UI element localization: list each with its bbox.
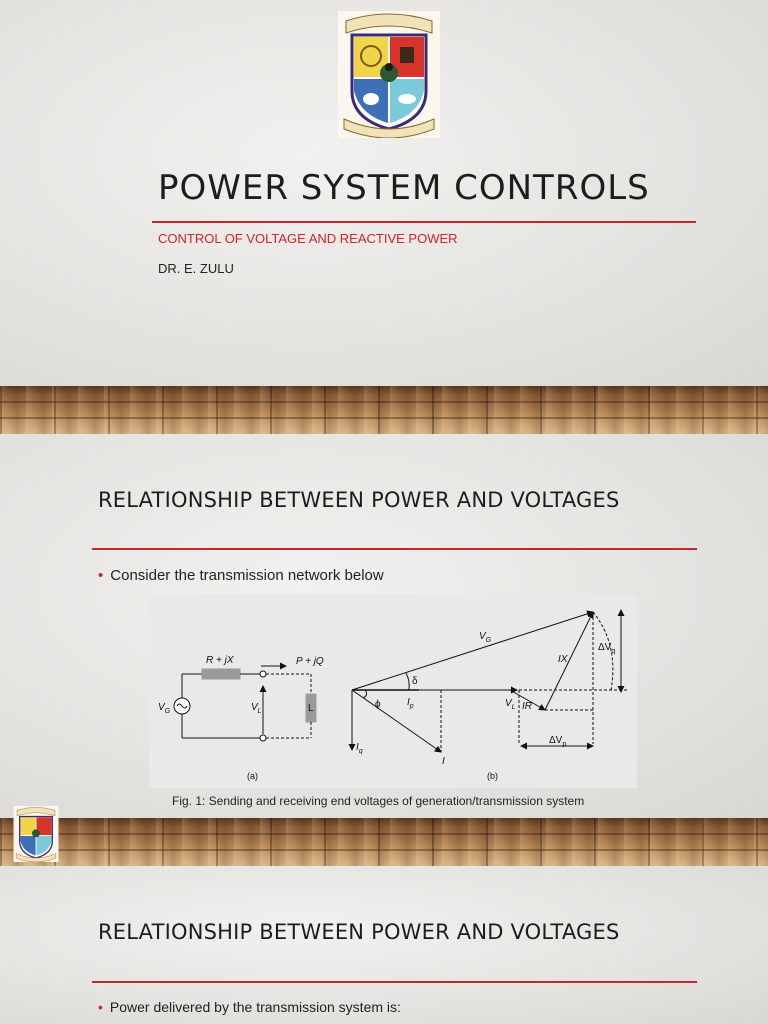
small-crest-logo [13, 806, 59, 862]
source-voltage-label: VG [158, 702, 171, 715]
bullet-dot-icon: • [98, 567, 104, 584]
vg-phasor-label: VG [479, 631, 492, 644]
circuit-panel-a [173, 662, 317, 742]
vl-phasor-label: VL [505, 698, 516, 711]
power-label: P + jQ [296, 656, 324, 667]
phi-angle-label: ϕ [375, 699, 381, 710]
presentation-subtitle: CONTROL OF VOLTAGE AND REACTIVE POWER [158, 231, 458, 246]
wood-floor-band [0, 386, 768, 434]
delta-vp-label: ΔVp [549, 735, 566, 748]
figure-transmission-diagram: R + jX P + jQ VG VL L (a) [149, 594, 637, 788]
impedance-label: R + jX [206, 655, 234, 666]
author-name: DR. E. ZULU [158, 261, 234, 276]
circuit-and-phasor-diagram: R + jX P + jQ VG VL L (a) [158, 609, 627, 781]
title-divider [152, 221, 696, 223]
current-i-label: I [442, 756, 445, 767]
ip-label: Ip [407, 697, 414, 710]
slide-heading-3: RELATIONSHIP BETWEEN POWER AND VOLTAGES [98, 920, 620, 944]
heading-divider [92, 548, 697, 550]
figure-caption: Fig. 1: Sending and receiving end voltag… [172, 794, 585, 808]
slide-heading: RELATIONSHIP BETWEEN POWER AND VOLTAGES [98, 488, 620, 512]
iq-label: Iq [356, 742, 363, 755]
panel-b-label: (b) [487, 771, 498, 781]
bullet-text: Consider the transmission network below [110, 567, 384, 584]
delta-angle-label: δ [412, 676, 418, 687]
phasor-panel-b [348, 609, 627, 753]
bullet-item: • Consider the transmission network below [98, 567, 384, 584]
bullet-item-3: • Power delivered by the transmission sys… [98, 999, 401, 1015]
load-label: L [308, 703, 314, 714]
bullet-dot-icon-3: • [98, 999, 103, 1015]
ir-drop-label: IR [522, 701, 532, 712]
slide-3: RELATIONSHIP BETWEEN POWER AND VOLTAGES … [0, 866, 768, 1024]
presentation-title: POWER SYSTEM CONTROLS [158, 168, 650, 208]
university-crest-logo [338, 11, 440, 138]
delta-vq-label: ΔVq [598, 642, 615, 655]
heading-divider-3 [92, 981, 697, 983]
load-voltage-label: VL [251, 702, 262, 715]
ix-drop-label: IX [558, 654, 568, 665]
panel-a-label: (a) [247, 771, 258, 781]
wood-floor-band-2 [0, 818, 768, 866]
slide-1: POWER SYSTEM CONTROLS CONTROL OF VOLTAGE… [0, 0, 768, 386]
bullet-text-3: Power delivered by the transmission syst… [109, 999, 401, 1015]
